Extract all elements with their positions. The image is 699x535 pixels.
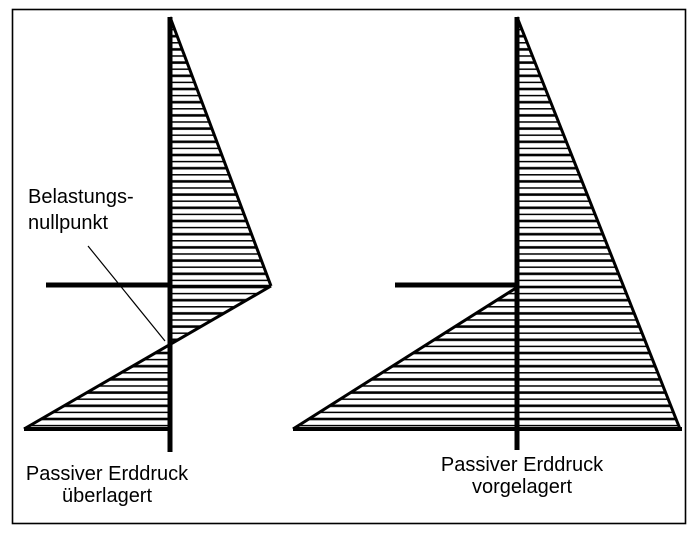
pressure-transition-line (23, 284, 272, 431)
caption-line-2: vorgelagert (471, 476, 573, 498)
active-pressure-edge-line (168, 16, 273, 287)
caption-line-1: Passiver Erddruck (25, 463, 189, 485)
frame-border (11, 8, 687, 525)
diagram-vorgelagert (292, 16, 682, 450)
annotation-line-1: Belastungs- (28, 186, 134, 208)
annotation-leader-line (87, 245, 166, 342)
caption-line-1: Passiver Erddruck (440, 454, 604, 476)
annotation-line-2: nullpunkt (28, 212, 109, 234)
caption-vorgelagert: Passiver Erddruck vorgelagert (432, 454, 612, 498)
caption-line-2: überlagert (61, 485, 153, 507)
active-pressure-edge-line (515, 16, 682, 430)
passive-pressure-edge-line (292, 286, 517, 431)
active-pressure-hatch-region (170, 17, 271, 346)
diagram-ueberlagert (23, 16, 273, 452)
caption-ueberlagert: Passiver Erddruck überlagert (17, 463, 197, 507)
annotation-belastungsnullpunkt: Belastungs- nullpunkt (28, 184, 134, 236)
